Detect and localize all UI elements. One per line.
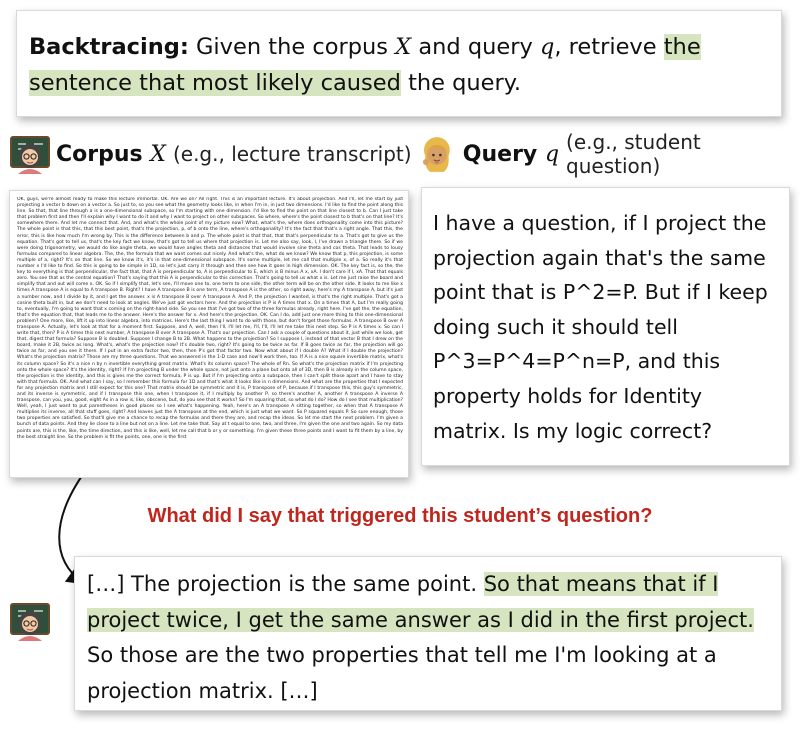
question-text: What did I say that triggered this stude…: [147, 505, 653, 527]
teacher-emoji-icon: [10, 603, 50, 641]
answer-pre: […] The projection is the same point.: [87, 572, 478, 596]
definition-text: Backtracing: Given the corpus X and quer…: [29, 34, 701, 96]
transcript-card: OK, guys, we're almost ready to make thi…: [9, 190, 409, 478]
corpus-header: Corpus X (e.g., lecture transcript): [10, 132, 412, 176]
definition-card: Backtracing: Given the corpus X and quer…: [16, 10, 782, 117]
corpus-variable: X: [395, 34, 412, 60]
corpus-subtitle: (e.g., lecture transcript): [172, 142, 412, 166]
definition-term: Backtracing:: [29, 34, 189, 60]
transcript-text: OK, guys, we're almost ready to make thi…: [17, 197, 403, 440]
query-variable: q: [539, 34, 555, 60]
student-emoji-icon: [422, 137, 450, 172]
answer-post: So those are the two properties that tel…: [87, 643, 717, 703]
query-title: Query q: [462, 141, 560, 167]
query-text: I have a question, if I project the proj…: [433, 211, 768, 443]
answer-text: […] The projection is the same point. So…: [87, 567, 773, 709]
answer-card: […] The projection is the same point. So…: [74, 556, 782, 711]
query-card: I have a question, if I project the proj…: [421, 187, 790, 466]
query-subtitle: (e.g., student question): [566, 130, 701, 178]
teacher-emoji-icon: [10, 136, 50, 174]
corpus-title: Corpus X: [56, 141, 166, 167]
query-header: Query q (e.g., student question): [417, 130, 800, 178]
